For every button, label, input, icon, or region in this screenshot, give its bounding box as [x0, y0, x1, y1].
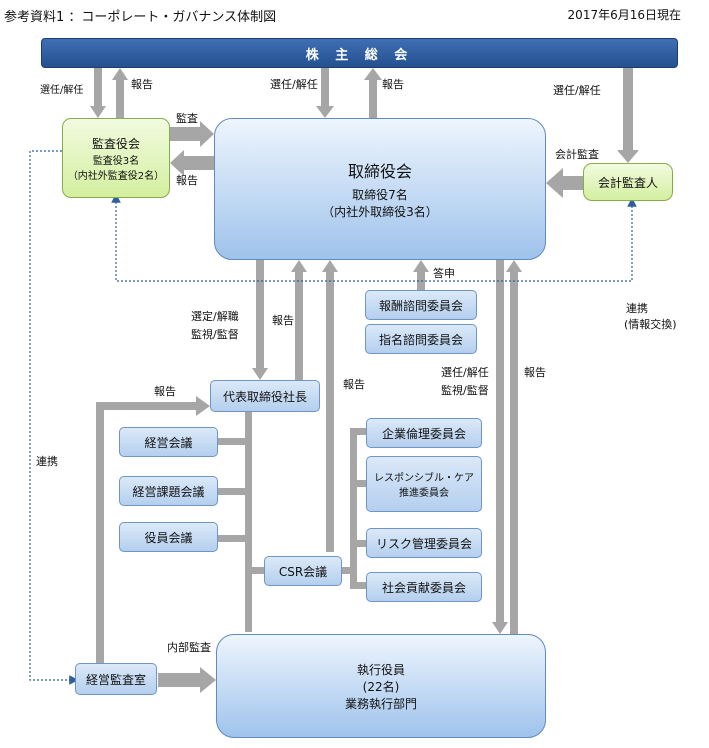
- executives-line2: (22名): [362, 679, 400, 694]
- label-consult: 答申: [433, 267, 455, 280]
- label-elect-exec-1: 選任/解任: [441, 366, 489, 379]
- risk-committee-node: リスク管理委員会: [366, 528, 482, 558]
- label-elect-audit: 選任/解任: [40, 85, 84, 96]
- social-committee-label: 社会貢献委員会: [381, 580, 466, 595]
- board-line1: 取締役7名: [352, 188, 408, 202]
- audit-board-node: 監査役会 監査役3名 （内社外監査役2名）: [62, 118, 170, 198]
- board-line2: （内社外取締役3名）: [322, 205, 438, 219]
- board-node: 取締役会 取締役7名 （内社外取締役3名）: [214, 118, 546, 260]
- nomination-committee-node: 指名諮問委員会: [365, 324, 477, 354]
- arrow-elect-audit: [90, 68, 106, 118]
- nomination-committee-label: 指名諮問委員会: [378, 332, 463, 347]
- audit-board-line2: （内社外監査役2名）: [67, 170, 165, 182]
- arrow-president-to-board: [291, 260, 307, 380]
- compensation-committee-label: 報酬諮問委員会: [378, 298, 463, 313]
- csr-meeting-label: CSR会議: [278, 564, 328, 579]
- arrow-auditor-to-board: [546, 168, 583, 198]
- executives-node: 執行役員 (22名) 業務執行部門: [216, 634, 546, 738]
- label-report-board: 報告: [382, 78, 404, 91]
- executives-line1: 執行役員: [356, 662, 405, 677]
- shareholders-meeting-node: 株 主 総 会: [41, 38, 678, 68]
- label-internal-audit: 内部監査: [167, 641, 211, 654]
- label-coop-left: 連携: [36, 455, 58, 468]
- csr-meeting-node: CSR会議: [264, 556, 342, 586]
- internal-audit-node: 経営監査室: [75, 663, 157, 695]
- responsible-care-line1: レスポンシブル・ケア: [374, 473, 474, 484]
- officers-meeting-label: 役員会議: [144, 530, 193, 545]
- arrow-report-board: [364, 68, 382, 118]
- ethics-committee-label: 企業倫理委員会: [381, 426, 466, 441]
- arrow-elect-board: [316, 68, 334, 118]
- label-elect-auditor: 選任/解任: [553, 84, 601, 97]
- audit-board-title: 監査役会: [91, 136, 140, 151]
- arrow-audit-to-board: [170, 121, 214, 147]
- label-report-exec: 報告: [524, 366, 546, 379]
- dotted-audit-auditor: [115, 197, 637, 282]
- label-report-president: 報告: [272, 314, 294, 327]
- responsible-care-node: レスポンシブル・ケア 推進委員会: [366, 456, 482, 512]
- line-president-trunk: [245, 412, 252, 632]
- arrow-to-president: [96, 396, 210, 416]
- president-label: 代表取締役社長: [222, 389, 307, 404]
- label-elect-exec-2: 監視/監督: [441, 384, 489, 397]
- ethics-committee-node: 企業倫理委員会: [366, 418, 482, 448]
- arrow-exec-to-board: [506, 260, 522, 634]
- label-audit-arrow: 監査: [176, 112, 198, 125]
- president-node: 代表取締役社長: [210, 380, 320, 412]
- audit-board-line1: 監査役3名: [92, 155, 140, 167]
- management-meeting-label: 経営会議: [144, 435, 193, 450]
- arrow-csr-to-board: [322, 260, 338, 552]
- accounting-auditor-label: 会計監査人: [597, 175, 658, 190]
- date-label: 2017年6月16日現在: [567, 8, 681, 22]
- internal-audit-label: 経営監査室: [85, 672, 146, 687]
- arrow-report-to-audit: [170, 150, 214, 176]
- executives-line3: 業務執行部門: [344, 696, 417, 711]
- shareholders-label: 株 主 総 会: [305, 47, 414, 63]
- issues-meeting-label: 経営課題会議: [132, 484, 205, 499]
- label-elect-board: 選任/解任: [270, 78, 318, 91]
- board-title: 取締役会: [347, 162, 412, 181]
- page-title: 参考資料1 ：コーポレート・ガバナンス体制図: [4, 10, 277, 25]
- label-select-2: 監視/監督: [191, 328, 239, 341]
- arrow-consult-to-board: [413, 260, 429, 290]
- label-report-csr: 報告: [343, 378, 365, 391]
- issues-meeting-node: 経営課題会議: [119, 476, 218, 506]
- label-coop-info-1: 連携: [626, 302, 648, 315]
- line-left-vertical: [96, 402, 104, 664]
- accounting-auditor-node: 会計監査人: [583, 163, 673, 201]
- label-accounting-audit: 会計監査: [555, 148, 599, 161]
- risk-committee-label: リスク管理委員会: [375, 536, 472, 551]
- arrow-board-to-president: [252, 260, 268, 380]
- arrow-internal-audit: [158, 667, 216, 693]
- label-report-left: 報告: [154, 385, 176, 398]
- arrow-elect-auditor: [617, 68, 639, 163]
- arrow-board-to-exec: [492, 260, 508, 634]
- social-committee-node: 社会貢献委員会: [366, 572, 482, 602]
- management-meeting-node: 経営会議: [119, 427, 218, 457]
- label-report-to-audit: 報告: [176, 174, 198, 187]
- officers-meeting-node: 役員会議: [119, 522, 218, 552]
- responsible-care-line2: 推進委員会: [399, 488, 449, 499]
- label-report-audit: 報告: [131, 78, 153, 91]
- line-committee-bracket: [350, 428, 357, 588]
- compensation-committee-node: 報酬諮問委員会: [365, 290, 477, 320]
- arrow-report-audit: [112, 68, 128, 118]
- dotted-audit-left: [29, 150, 79, 685]
- label-select-1: 選定/解職: [191, 310, 239, 323]
- label-coop-info-2: (情報交換): [624, 318, 677, 331]
